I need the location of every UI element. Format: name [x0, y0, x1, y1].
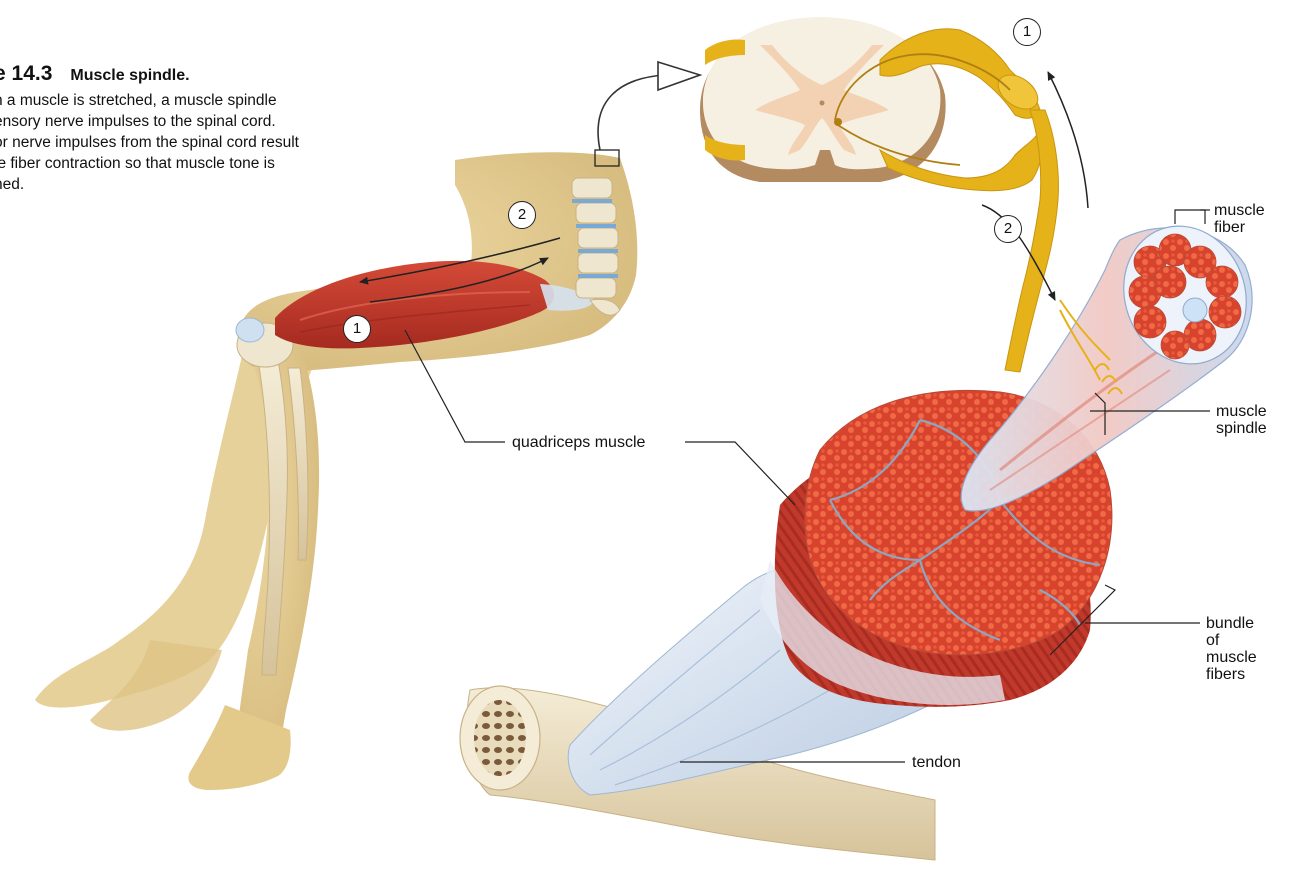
quadriceps-muscle-label: quadriceps muscle: [512, 434, 645, 451]
label-line: spindle: [1216, 420, 1267, 437]
bundle-of-muscle-fibers-label: bundle of muscle fibers: [1206, 615, 1257, 683]
label-line: muscle: [1214, 202, 1265, 219]
figure-title: Muscle spindle.: [70, 67, 189, 85]
tendon-label: tendon: [912, 754, 961, 771]
label-line: muscle: [1216, 403, 1267, 420]
figure-line: ned.: [0, 174, 420, 195]
spindle-capsule: [1183, 298, 1207, 322]
spinal-cord-section: [700, 17, 1088, 372]
figure-line: or nerve impulses from the spinal cord r…: [0, 132, 420, 153]
muscle-fiber-label: muscle fiber: [1214, 202, 1265, 236]
step-1-cord-badge: 1: [1013, 18, 1041, 46]
spongy-bone: [474, 700, 526, 776]
figure-caption: e 14.3 Muscle spindle. n a muscle is str…: [0, 62, 420, 195]
label-line: of: [1206, 632, 1257, 649]
figure-line: ensory nerve impulses to the spinal cord…: [0, 111, 420, 132]
figure-number: e 14.3: [0, 62, 52, 86]
muscle-spindle-label: muscle spindle: [1216, 403, 1267, 437]
magnify-arrow: [598, 75, 665, 150]
step-1-leg-badge: 1: [343, 315, 371, 343]
label-line: bundle: [1206, 615, 1257, 632]
figure-line: le fiber contraction so that muscle tone…: [0, 153, 420, 174]
label-line: fiber: [1214, 219, 1265, 236]
step-2-leg-badge: 2: [508, 201, 536, 229]
label-line: muscle: [1206, 649, 1257, 666]
label-line: fibers: [1206, 666, 1257, 683]
figure-line: n a muscle is stretched, a muscle spindl…: [0, 90, 420, 111]
patella: [236, 318, 264, 342]
figure-description: n a muscle is stretched, a muscle spindl…: [0, 90, 420, 195]
step-2-cord-badge: 2: [994, 215, 1022, 243]
